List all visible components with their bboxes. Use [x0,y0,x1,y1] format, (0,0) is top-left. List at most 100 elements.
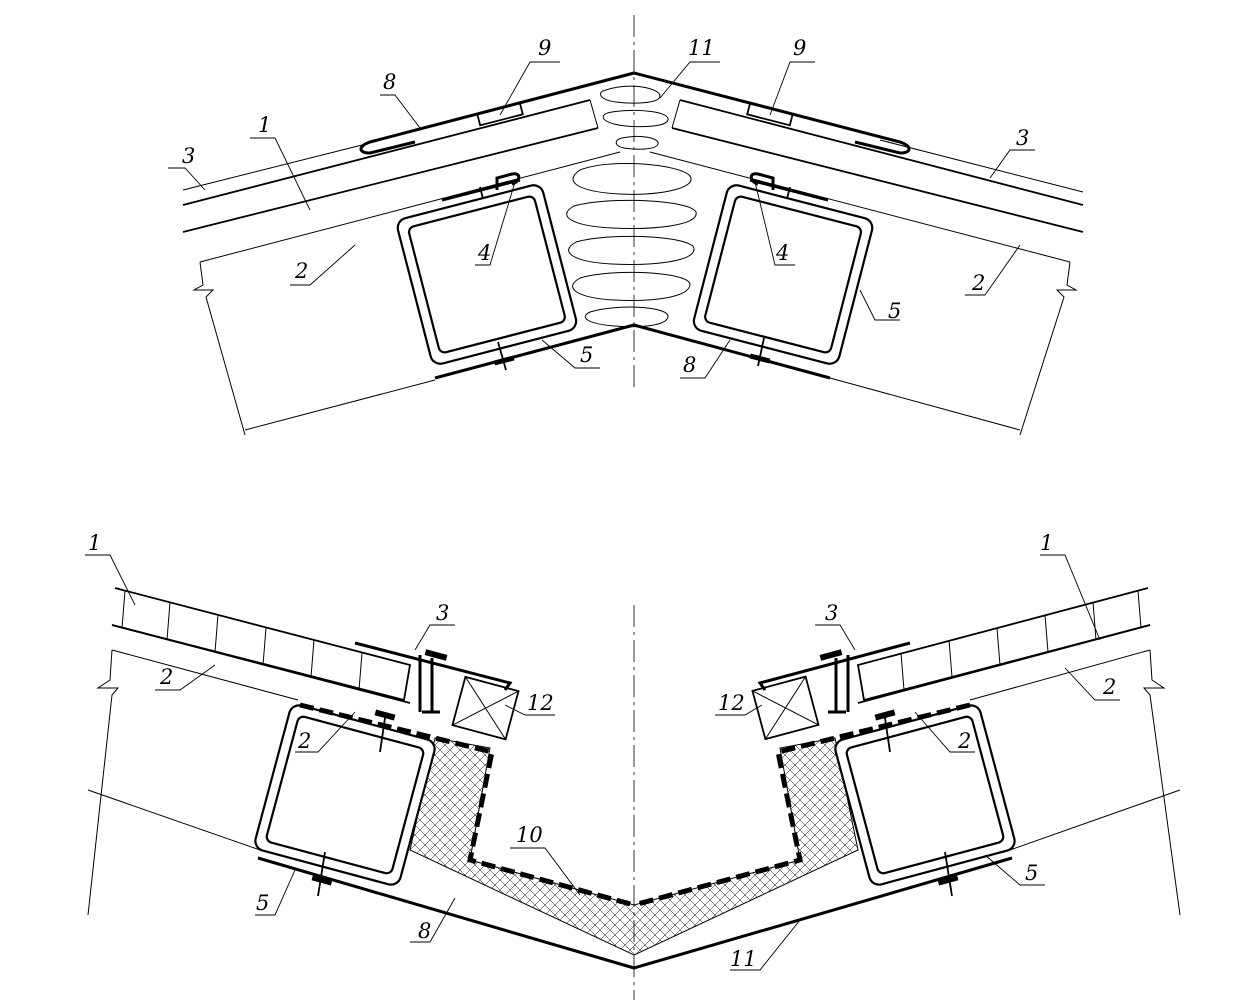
left-valley-tube [254,704,436,886]
left-panel-end [589,99,599,129]
label-4-left: 4 [477,241,491,265]
label-12-bl: 12 [527,691,554,715]
leader-12-bl [504,704,555,716]
label-8-right: 8 [683,353,696,377]
ridge-left-side [182,71,635,436]
right-panel-top [679,99,1084,206]
right-steel-tube [692,184,874,365]
left-panel-top [182,99,591,206]
right-block-12 [751,675,820,741]
leader-2-bl [155,664,216,691]
left-bottom-flashing [434,323,635,380]
label-10: 10 [516,823,543,847]
leader-5-bl [255,869,296,916]
left-connector-profile [354,641,513,714]
left-panel-cells [121,590,363,691]
left-bottom-line [244,379,436,431]
right-layer-line [649,151,1071,263]
left-layer-line-bottom [111,649,299,701]
right-bottom-screw [757,337,765,367]
leader-8-bl [410,897,456,943]
label-3-right: 3 [1016,126,1029,150]
right-connector-profile [757,641,911,714]
leader-4-left [475,181,516,266]
left-bottom-washer [493,355,515,366]
leader-10 [510,847,581,896]
leader-2-left [290,244,356,286]
leader-9-right [769,61,815,116]
label-3-left: 3 [182,144,195,168]
leader-12-br [715,704,763,716]
valley-detail: 1 2 3 12 2 10 5 8 1 2 3 12 2 [85,531,1181,1000]
right-bottom-line [829,377,1021,431]
left-panel-mid [111,624,411,704]
leader-1-bl [85,554,136,606]
label-5-br: 5 [1025,861,1038,885]
left-valley-clip [374,709,396,721]
left-cover-line [182,142,371,191]
leader-1-br [1040,554,1101,641]
leader-11 [659,61,720,99]
right-valley-clip [874,709,896,721]
leader-3-left [168,167,206,191]
left-layer-line [199,151,621,263]
label-5-left: 5 [580,343,593,367]
leader-2-right [965,244,1021,296]
leader-8-right [680,339,731,379]
label-3-br: 3 [825,601,838,625]
label-8-left: 8 [383,70,396,94]
foam-filler [566,85,697,328]
leader-2-br-inner [914,711,975,753]
leader-2-bl-inner [295,711,356,753]
leader-3-br [815,624,856,651]
right-valley-tube [834,704,1016,886]
leader-9-left [499,61,560,116]
label-1-bl: 1 [88,531,101,555]
label-5-right: 5 [888,299,901,323]
leader-2-br [1064,667,1120,701]
left-bottom-screw [497,341,507,371]
leader-5-left [541,339,600,369]
right-cover-line [879,139,1084,193]
left-panel-bottom [182,127,599,233]
right-bottom-line-bottom [1009,789,1181,851]
right-bottom-flashing [633,323,831,380]
right-membrane [633,702,971,908]
right-panel-bottom [671,127,1084,233]
label-2-br: 2 [1102,675,1116,699]
label-11: 11 [688,36,715,60]
leader-1-left [250,137,311,211]
left-valley-screw [379,717,386,753]
leader-3-bl [414,624,455,651]
valley-labels: 1 2 3 12 2 10 5 8 1 2 3 12 2 [85,531,1120,971]
right-panel-end [671,99,681,129]
leader-3-right [989,149,1035,179]
right-layer-line-bottom [969,649,1151,701]
label-8-bl: 8 [418,919,431,943]
left-valley-washer [311,875,333,886]
label-4-right: 4 [775,241,789,265]
right-top-flashing [633,71,911,155]
ridge-right-side [633,71,1084,436]
label-11-br: 11 [730,947,757,971]
label-2-right: 2 [971,271,985,295]
right-panel-mid [857,624,1151,704]
right-valley-screw [884,717,891,753]
leader-5-right [859,289,900,321]
label-2-bl: 2 [159,665,173,689]
leader-5-br [984,854,1045,886]
label-3-bl: 3 [436,601,449,625]
left-valley-bottom-screw [317,851,326,897]
label-1-left: 1 [258,113,271,137]
label-9-left: 9 [538,36,551,60]
label-1-br: 1 [1040,531,1053,555]
label-2-br-inner: 2 [957,729,971,753]
left-block-12 [451,675,520,741]
leader-8-left [380,94,421,129]
ridge-detail: 9 8 1 3 2 4 5 11 9 3 4 2 5 [168,15,1084,436]
ridge-labels: 9 8 1 3 2 4 5 11 9 3 4 2 5 [168,36,1035,379]
left-polycarbonate-panel [111,587,412,702]
left-steel-tube [396,184,578,365]
right-bottom-washer [749,353,771,364]
